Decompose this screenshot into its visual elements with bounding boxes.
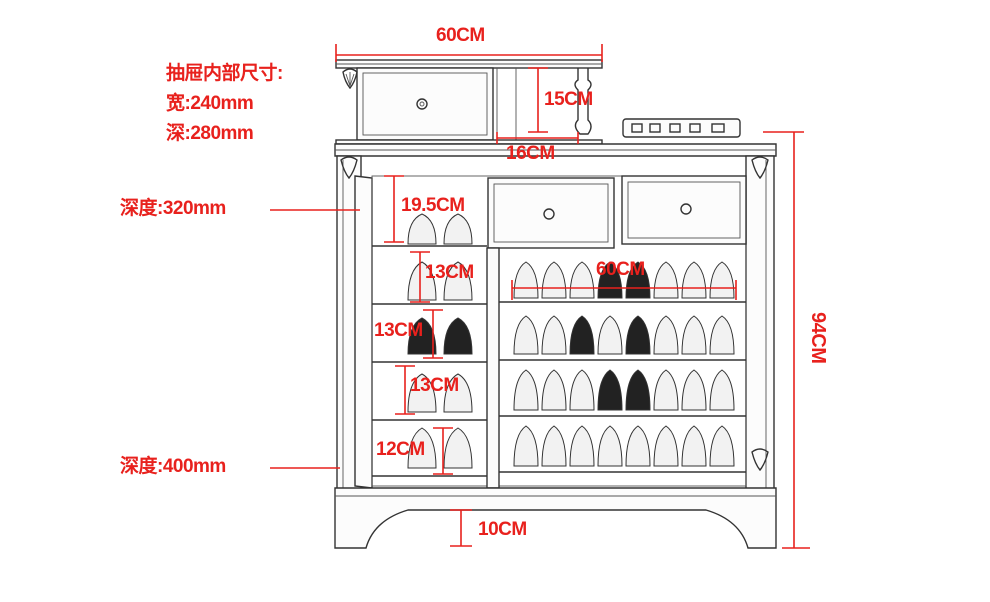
shoe-sketch: [541, 425, 567, 467]
inner-width-label: 60CM: [596, 259, 645, 280]
shoe-sketch: [681, 315, 707, 355]
upper-depth-label: 深度:320mm: [120, 198, 226, 219]
shoe-sketch: [681, 425, 707, 467]
shoe-sketch: [709, 369, 735, 411]
shelf-4-label: 13CM: [410, 375, 459, 396]
drawer-info-title: 抽屉内部尺寸:: [166, 63, 283, 84]
shoe-sketch: [443, 261, 473, 301]
shoe-sketch: [625, 425, 651, 467]
drawer-info-depth: 深:280mm: [166, 123, 254, 144]
top-width-label: 60CM: [436, 25, 485, 46]
shoe-sketch: [513, 315, 539, 355]
drawer-info-width: 宽:240mm: [166, 93, 254, 114]
shoe-sketch: [569, 315, 595, 355]
shoe-sketch: [443, 373, 473, 413]
shoe-sketch: [597, 369, 623, 411]
top-hutch: [335, 59, 603, 145]
foot-height-label: 10CM: [478, 519, 527, 540]
shoe-sketch: [681, 261, 707, 299]
shoe-sketch: [569, 261, 595, 299]
shoe-sketch: [541, 369, 567, 411]
shoe-sketch: [443, 213, 473, 245]
shoe-sketch: [653, 369, 679, 411]
shoe-sketch: [569, 425, 595, 467]
shoe-sketch: [569, 369, 595, 411]
shoe-sketch: [597, 315, 623, 355]
shoe-sketch: [597, 425, 623, 467]
shoe-sketch: [513, 369, 539, 411]
shelf-2-label: 13CM: [425, 262, 474, 283]
shoe-sketch: [443, 427, 473, 469]
shoe-sketch: [443, 317, 473, 355]
shoe-sketch: [407, 373, 437, 413]
shoe-sketch: [709, 425, 735, 467]
shoe-sketch: [513, 425, 539, 467]
power-strip: [622, 118, 741, 138]
shoe-sketch: [709, 261, 735, 299]
shoe-sketch: [407, 427, 437, 469]
shoe-sketch: [407, 261, 437, 301]
shoe-sketch: [709, 315, 735, 355]
shoe-sketch: [625, 369, 651, 411]
shoe-sketch: [625, 315, 651, 355]
dimension-lines: [270, 44, 810, 549]
shoe-sketch: [513, 261, 539, 299]
total-height-label: 94CM: [807, 312, 829, 364]
shelf-bottom-label: 12CM: [376, 439, 425, 460]
shoe-rows: [407, 213, 735, 469]
shelf-3-label: 13CM: [374, 320, 423, 341]
shoe-sketch: [541, 315, 567, 355]
shoe-sketch: [681, 369, 707, 411]
cabinet-body: [334, 143, 777, 549]
shoe-sketch: [653, 425, 679, 467]
lower-depth-label: 深度:400mm: [120, 456, 226, 477]
shoe-sketch: [653, 315, 679, 355]
shoe-sketch: [407, 213, 437, 245]
shelf-top-label: 19.5CM: [401, 195, 465, 216]
shoe-sketch: [653, 261, 679, 299]
drawer-height-label: 15CM: [544, 89, 593, 110]
shoe-sketch: [541, 261, 567, 299]
shoe-sketch: [407, 317, 437, 355]
drawer-opening-label: 16CM: [506, 143, 555, 164]
